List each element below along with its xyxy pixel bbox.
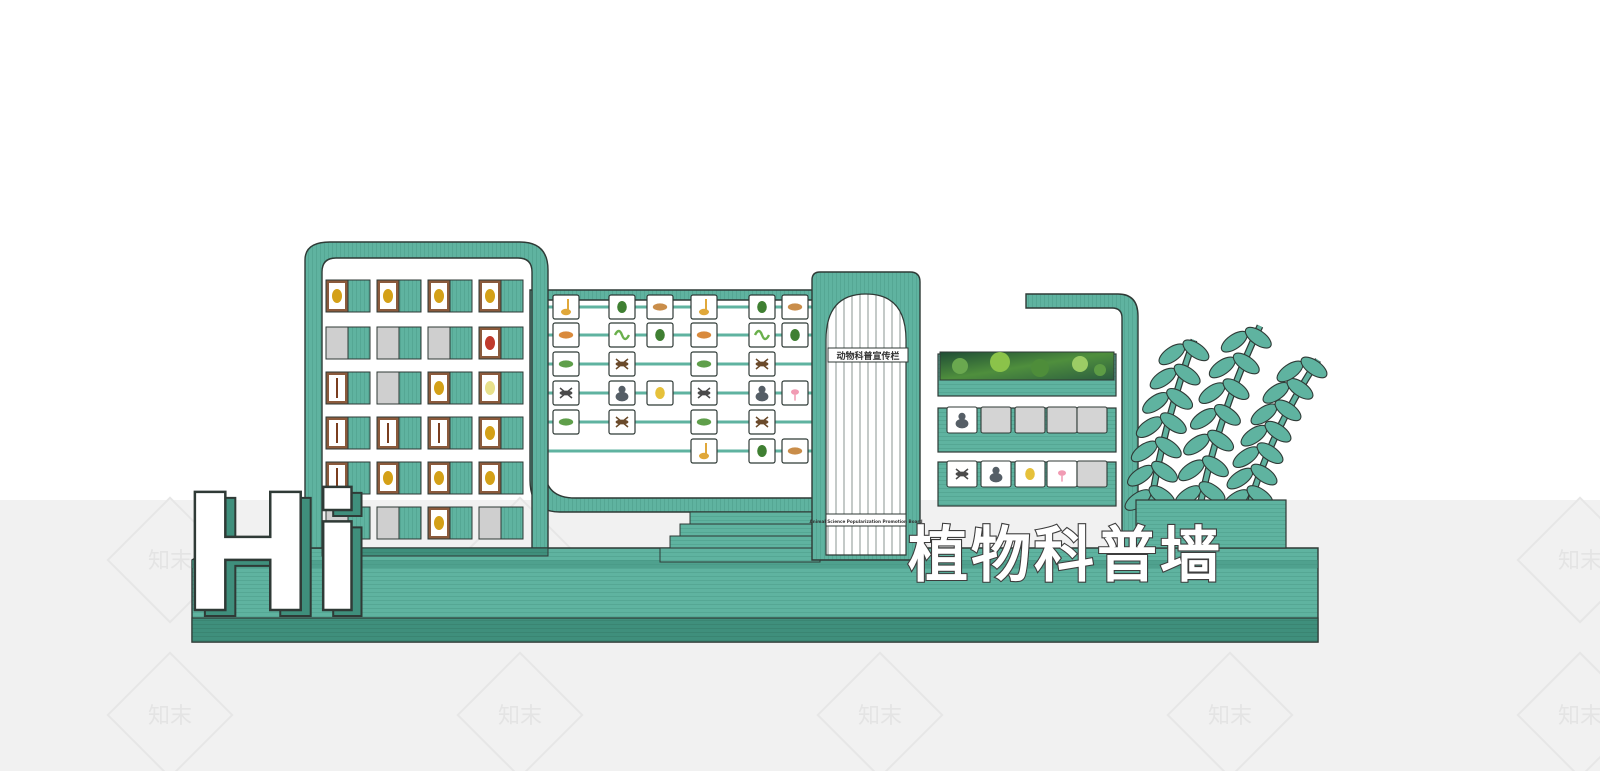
beetle-specimen [427,371,473,405]
base-platform [191,547,1319,643]
watermark-diamond [106,651,234,771]
hi-letters-depth: Hi [190,467,369,655]
stick-insect-specimen [325,461,371,495]
crocodile-icon [552,351,580,377]
blank-tile [376,506,422,540]
crocodile-icon [552,409,580,435]
watermark-text: 知末 [1558,549,1600,574]
beetle-specimen [325,279,371,313]
beetle-specimen [427,279,473,313]
scorpion-icon [946,460,978,488]
science-board: 动物科普宣传栏 Animal Science Popularization Pr… [810,271,923,561]
beetle-specimen [478,461,524,495]
blank-tile [325,506,371,540]
watermark-text: 知末 [858,704,902,729]
giraffe-icon [690,438,718,464]
flamingo-icon [1046,460,1078,488]
beetle-icon [646,322,674,348]
rack-frame [529,289,821,563]
beetle-icon [748,438,776,464]
board-header-plate [827,347,909,363]
blank-tile [427,326,473,360]
capybara-icon [781,438,809,464]
cricket-icon [748,409,776,435]
fox-icon [690,322,718,348]
blank-shelf-tile [1014,406,1046,434]
stick-insect-specimen [325,416,371,450]
gorilla-icon [748,380,776,406]
specimen-grid [325,279,524,540]
gorilla-icon [608,380,636,406]
flamingo-icon [781,380,809,406]
watermark-text: 知末 [148,704,192,729]
cricket-icon [608,351,636,377]
blank-shelf-tile [1076,460,1108,488]
board-footer-plate [825,513,907,527]
crocodile-icon [690,351,718,377]
blank-shelf-tile [980,406,1012,434]
cricket-icon [748,351,776,377]
blank-tile [376,326,422,360]
chick-icon [646,380,674,406]
gorilla-icon [946,406,978,434]
stick-insect-specimen [427,416,473,450]
blank-tile [376,371,422,405]
blank-tile [325,326,371,360]
fox-icon [552,322,580,348]
bee-specimen [478,416,524,450]
watermark-diamond [456,651,584,771]
hi-sign: Hi Hi [179,460,376,656]
beetle-specimen [376,279,422,313]
blank-shelf-tile [1046,406,1078,434]
forest-foliage [952,352,1106,377]
board-header: 动物科普宣传栏 [836,350,899,362]
gorilla-icon [980,460,1012,488]
watermark-diamond [816,651,944,771]
snake-icon [748,322,776,348]
beetle-specimen [427,506,473,540]
watermark-diamond [1516,496,1600,624]
butterfly-specimen [478,371,524,405]
watermark-text: 知末 [1208,704,1252,729]
beetle-specimen [427,461,473,495]
watermark-text: 知末 [1558,704,1600,729]
animal-rack [548,294,812,464]
giraffe-icon [552,294,580,320]
wheat-planter [1135,499,1287,549]
blank-shelf-tile [1076,406,1108,434]
beetle-icon [781,322,809,348]
wall-title: 植物科普墙 [908,521,1223,591]
capybara-icon [781,294,809,320]
giraffe-icon [690,294,718,320]
beetle-icon [608,294,636,320]
beetle-icon [748,294,776,320]
watermark-diamond [1516,651,1600,771]
watermark-text: 知末 [148,549,192,574]
ladybug-specimen [478,326,524,360]
scorpion-icon [690,380,718,406]
wheat-plants [1124,324,1328,549]
board-footer: Animal Science Popularization Promotion … [810,519,923,524]
mantis-specimen [376,416,422,450]
scorpion-icon [552,380,580,406]
snake-icon [608,322,636,348]
hi-letters: Hi [180,461,359,649]
wheat-stalk [1222,356,1328,511]
beetle-specimen [478,279,524,313]
watermark-diamond [1166,651,1294,771]
specimen-frame [304,241,549,557]
beetle-specimen [376,461,422,495]
crocodile-icon [690,409,718,435]
shelf-tiles [946,406,1108,488]
blank-tile [478,506,524,540]
capybara-icon [646,294,674,320]
watermark-text: 知末 [498,704,542,729]
chick-icon [1014,460,1046,488]
cricket-icon [608,409,636,435]
stick-insect-specimen [325,371,371,405]
